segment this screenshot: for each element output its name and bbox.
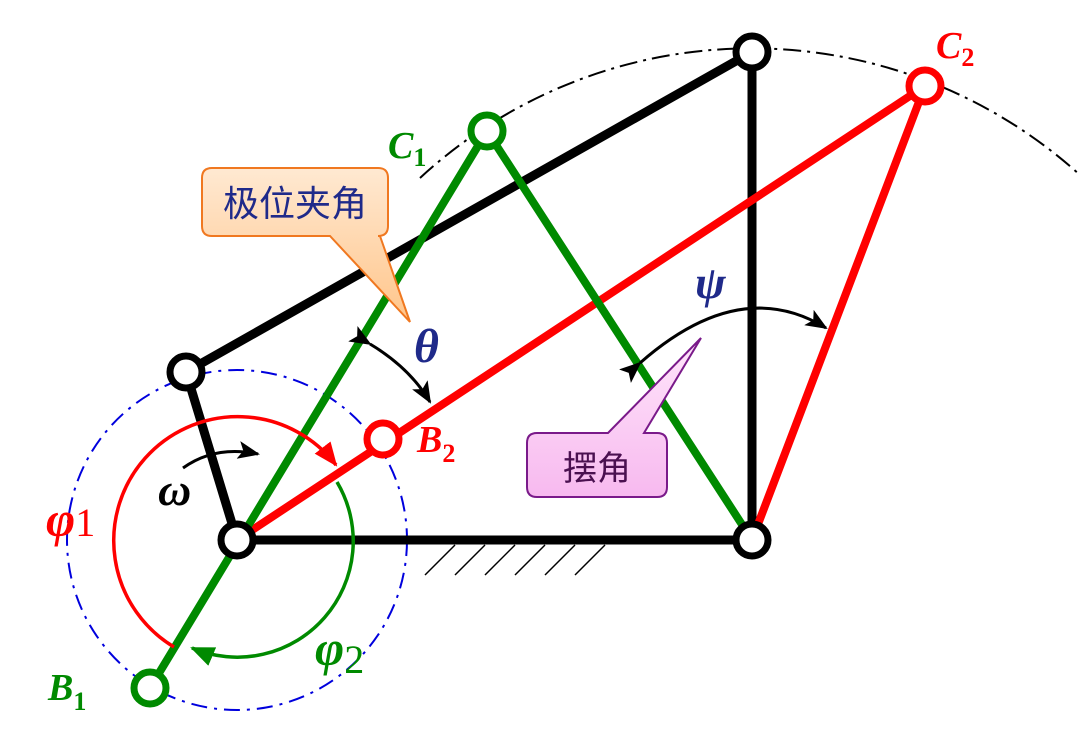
limit-position-2 [233,82,929,544]
label-phi1: φ1 [46,491,95,547]
label-B2: B2 [416,419,455,468]
callout-limit-angle: 极位夹角 [201,167,411,323]
psi-arrow [619,306,828,383]
joint-B1 [130,668,170,708]
crank-link [181,367,242,545]
label-C1: C1 [388,125,426,172]
joint-A [217,520,257,560]
ground-hatching [424,544,606,576]
callout-limit-angle-text: 极位夹角 [223,184,367,225]
label-omega: ω [158,464,191,515]
joint-B2 [363,419,403,459]
joints [130,32,945,708]
theta-arrow [348,325,432,404]
label-phi2: φ2 [315,620,364,682]
joint-C2 [905,66,945,106]
label-psi: ψ [695,257,727,308]
callout-swing-angle-text: 摆角 [563,449,631,489]
joint-C [732,32,772,72]
label-C2: C2 [936,25,974,72]
joint-C1 [467,111,507,151]
joint-D [732,520,772,560]
coupler-link [181,47,757,377]
label-B1: B1 [47,667,86,716]
phi1-arc [112,414,338,649]
omega-arrow [182,441,260,470]
rocker-path-arc [419,47,1080,179]
callout-swing-angle: 摆角 [526,337,702,498]
joint-B [166,352,206,392]
phi2-arc [190,481,355,666]
label-theta: θ [414,320,439,373]
mechanism-general-position [181,47,757,545]
